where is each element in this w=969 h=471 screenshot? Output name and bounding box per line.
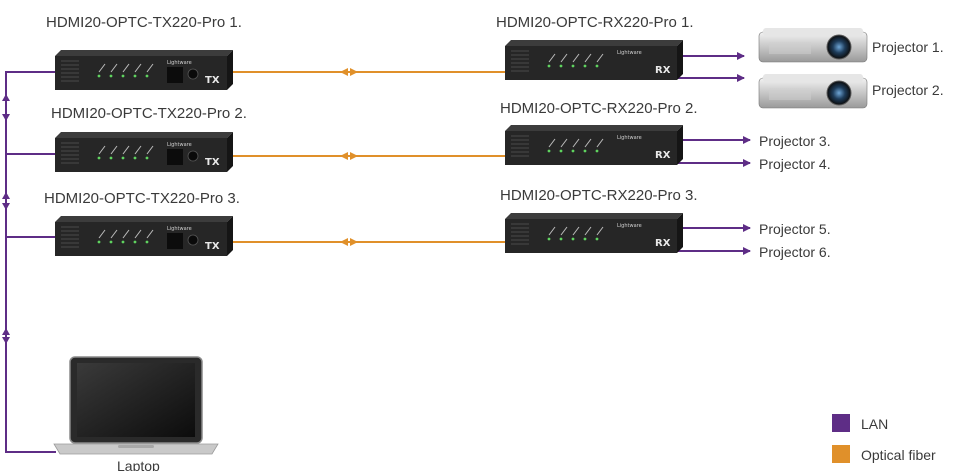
laptop-label: Laptop xyxy=(117,458,160,471)
status-led xyxy=(583,149,587,153)
status-led xyxy=(133,74,137,78)
projector-label: Projector 6. xyxy=(759,244,831,260)
rx-label: HDMI20-OPTC-RX220-Pro 1. xyxy=(496,14,694,31)
vent-grill xyxy=(511,50,529,72)
projector-label: Projector 3. xyxy=(759,133,831,149)
status-led xyxy=(559,237,563,241)
lan-arrow-up xyxy=(2,328,10,335)
lan-cabling xyxy=(2,71,56,453)
tx-label: HDMI20-OPTC-TX220-Pro 2. xyxy=(51,105,247,122)
projector-label: Projector 1. xyxy=(872,39,944,55)
status-led xyxy=(571,237,575,241)
status-led xyxy=(583,237,587,241)
rx-badge: RX xyxy=(655,150,671,161)
fiber-bidir-arrow xyxy=(340,152,358,160)
rx-badge: RX xyxy=(655,65,671,76)
projector-label: Projector 5. xyxy=(759,221,831,237)
legend-lan-label: LAN xyxy=(861,416,888,432)
vent-grill xyxy=(511,223,529,245)
projector-label: Projector 4. xyxy=(759,156,831,172)
status-led xyxy=(97,240,101,244)
legend-fiber-label: Optical fiber xyxy=(861,447,936,463)
status-led xyxy=(109,240,113,244)
display-screen xyxy=(167,67,183,83)
status-led xyxy=(559,149,563,153)
lan-arrow-up xyxy=(2,94,10,101)
status-led xyxy=(571,149,575,153)
status-led xyxy=(547,149,551,153)
jog-dial-icon xyxy=(187,68,199,80)
status-led xyxy=(121,240,125,244)
rx-label: HDMI20-OPTC-RX220-Pro 3. xyxy=(500,187,698,204)
rx-badge: RX xyxy=(655,238,671,249)
lens-icon xyxy=(826,80,852,106)
fiber-bidir-arrow xyxy=(340,238,358,246)
tx-badge: TX xyxy=(205,241,220,252)
laptop-screen xyxy=(77,363,195,437)
fiber-bidir-arrow xyxy=(340,68,358,76)
status-led xyxy=(109,156,113,160)
jog-dial-icon xyxy=(187,234,199,246)
projector-1-device xyxy=(758,28,868,63)
vent-grill xyxy=(61,226,79,248)
tx-label: HDMI20-OPTC-TX220-Pro 1. xyxy=(46,14,242,31)
laptop-device xyxy=(53,356,219,455)
brand-text: Lightware xyxy=(617,50,642,56)
status-led xyxy=(97,156,101,160)
lan-line-laptop-tx1 xyxy=(5,71,56,453)
status-led xyxy=(145,156,149,160)
brand-text: Lightware xyxy=(167,142,192,148)
vent-grill xyxy=(61,60,79,82)
status-led xyxy=(97,74,101,78)
status-led xyxy=(547,64,551,68)
status-led xyxy=(133,240,137,244)
display-screen xyxy=(167,233,183,249)
legend: LAN Optical fiber xyxy=(832,414,936,463)
projector-2-device xyxy=(758,74,868,109)
status-led xyxy=(583,64,587,68)
status-led xyxy=(547,237,551,241)
brand-text: Lightware xyxy=(617,135,642,141)
status-led xyxy=(571,64,575,68)
status-led xyxy=(595,237,599,241)
status-led xyxy=(595,64,599,68)
tx-badge: TX xyxy=(205,75,220,86)
brand-text: Lightware xyxy=(167,226,192,232)
display-screen xyxy=(167,149,183,165)
vent-grill xyxy=(511,135,529,157)
lan-arrow-down xyxy=(2,337,10,344)
brand-text: Lightware xyxy=(617,223,642,229)
status-led xyxy=(133,156,137,160)
fiber-cabling xyxy=(232,68,505,246)
tx-badge: TX xyxy=(205,157,220,168)
projector-label: Projector 2. xyxy=(872,82,944,98)
status-led xyxy=(559,64,563,68)
rx-label: HDMI20-OPTC-RX220-Pro 2. xyxy=(500,100,698,117)
status-led xyxy=(109,74,113,78)
status-led xyxy=(145,240,149,244)
legend-fiber-swatch xyxy=(832,445,850,463)
lan-arrow-down xyxy=(2,114,10,121)
legend-lan-swatch xyxy=(832,414,850,432)
status-led xyxy=(121,74,125,78)
vent-grill xyxy=(61,142,79,164)
lens-icon xyxy=(826,34,852,60)
lan-arrow-up xyxy=(2,192,10,199)
status-led xyxy=(595,149,599,153)
status-led xyxy=(121,156,125,160)
jog-dial-icon xyxy=(187,150,199,162)
status-led xyxy=(145,74,149,78)
tx-label: HDMI20-OPTC-TX220-Pro 3. xyxy=(44,190,240,207)
lan-arrow-down xyxy=(2,203,10,210)
brand-text: Lightware xyxy=(167,60,192,66)
